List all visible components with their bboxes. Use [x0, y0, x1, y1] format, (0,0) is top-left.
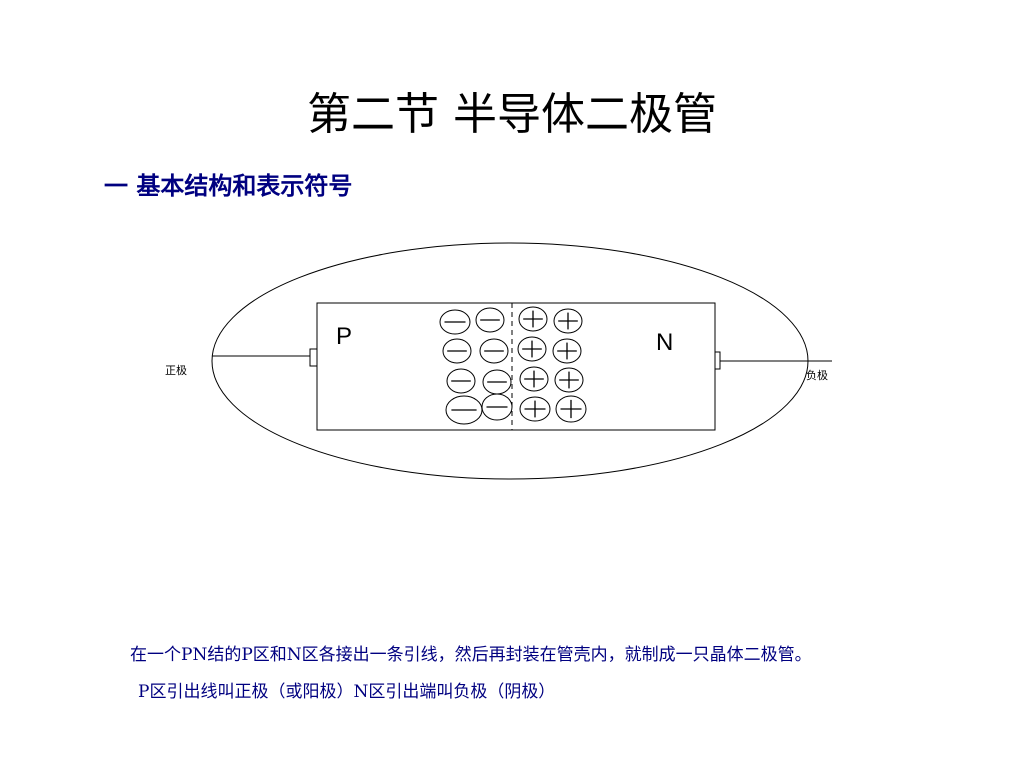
positive-ion — [555, 395, 587, 423]
positive-ion — [519, 366, 549, 392]
positive-ion — [553, 308, 583, 334]
negative-ion — [439, 309, 471, 335]
negative-ion — [475, 307, 505, 333]
positive-ion — [519, 396, 551, 422]
negative-ion — [446, 368, 476, 394]
section-subtitle: 一 基本结构和表示符号 — [104, 172, 353, 200]
anode-label: 正极 — [165, 363, 187, 377]
positive-ion — [518, 306, 548, 332]
negative-ion — [442, 338, 472, 364]
cathode-label: 负极 — [806, 368, 828, 382]
positive-ion — [554, 367, 584, 393]
anode-terminal — [309, 348, 318, 367]
positive-ion — [552, 338, 582, 364]
cathode-terminal — [714, 351, 721, 370]
pn-junction-block — [316, 302, 716, 431]
negative-ion — [479, 338, 509, 364]
depletion-region-ions — [439, 306, 587, 425]
slide-title: 第二节 半导体二极管 — [307, 89, 717, 140]
n-region-label: N — [656, 329, 673, 356]
caption-line-2: P区引出线叫正极（或阳极）N区引出端叫负极（阴极） — [138, 682, 556, 702]
negative-ion — [481, 393, 513, 421]
caption-line-1: 在一个PN结的P区和N区各接出一条引线，然后再封装在管壳内，就制成一只晶体二极管… — [130, 645, 812, 665]
positive-ion — [517, 336, 547, 362]
p-region-label: P — [336, 323, 352, 350]
